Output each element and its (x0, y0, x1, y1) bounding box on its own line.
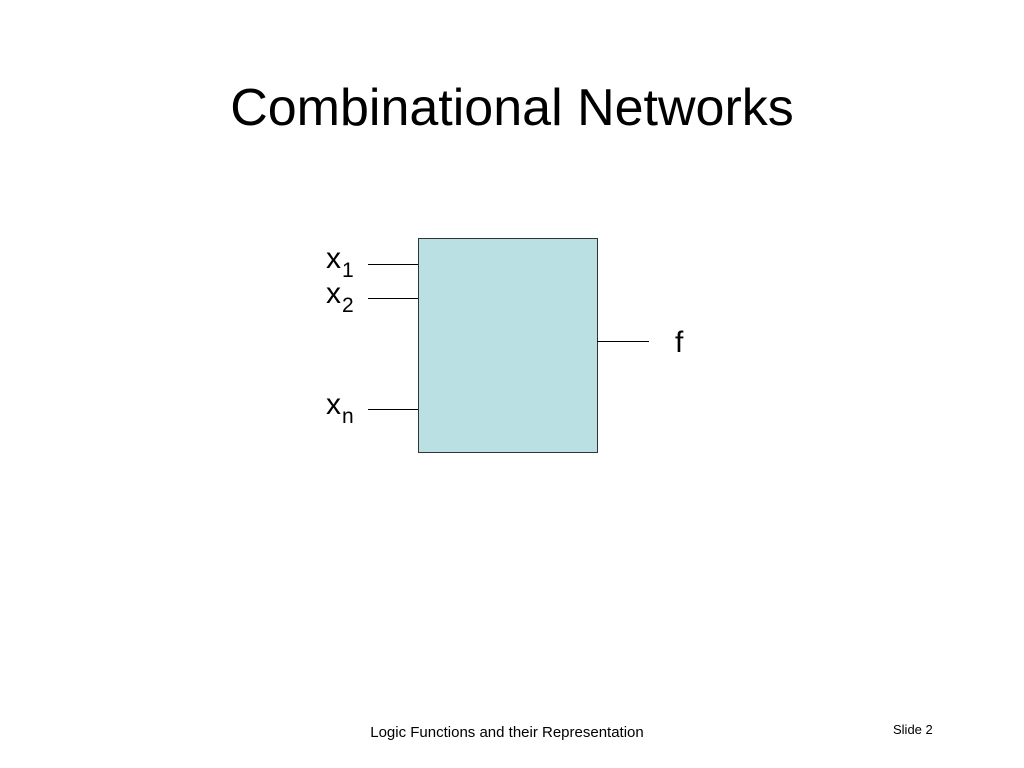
input-label-x2: x2 (326, 277, 354, 318)
output-wire-f (597, 341, 649, 342)
slide-number: Slide 2 (893, 722, 933, 737)
input-wire-xn (368, 409, 418, 410)
input-label-x1: x1 (326, 242, 354, 283)
footer-text: Logic Functions and their Representation (370, 724, 644, 741)
network-block (418, 238, 598, 453)
input-label-xn: xn (326, 388, 354, 429)
output-label-f: f (675, 326, 684, 359)
input-wire-x1 (368, 264, 418, 265)
input-wire-x2 (368, 298, 418, 299)
slide-title: Combinational Networks (230, 79, 794, 137)
